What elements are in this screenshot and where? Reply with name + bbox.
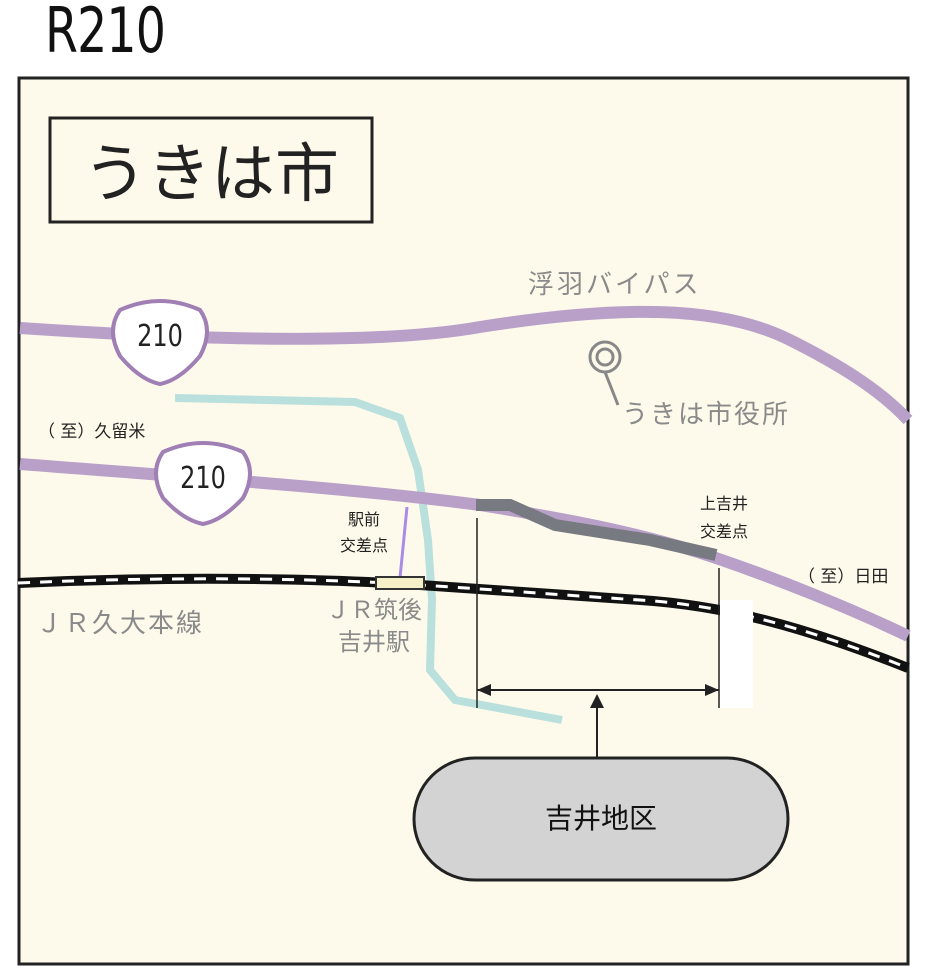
jr-line-label: ＪＲ久大本線 xyxy=(36,609,204,639)
route-shield-lower: 210 xyxy=(154,441,252,527)
to-kurume-label: （ 至）久留米 xyxy=(38,422,145,442)
station-marker xyxy=(375,576,425,590)
station-label-line1: ＪＲ筑後 xyxy=(326,596,422,624)
river xyxy=(174,394,563,724)
route-210-bypass xyxy=(19,305,913,425)
svg-text:210: 210 xyxy=(137,319,183,353)
kamiyoshii-label-line2: 交差点 xyxy=(700,522,748,541)
district-label: 吉井地区 xyxy=(545,802,657,835)
to-hita-label: （ 至）日田 xyxy=(798,567,888,587)
station-label-line2: 吉井駅 xyxy=(338,628,410,656)
ekimae-connector xyxy=(398,506,409,579)
city-title-box xyxy=(48,116,374,224)
work-section xyxy=(476,499,718,561)
city-hall-label: うきは市役所 xyxy=(622,400,790,430)
route-shield-upper: 210 xyxy=(111,299,209,387)
page-title: R210 xyxy=(45,0,166,67)
white-strip xyxy=(720,600,753,708)
district-pointer-arrow xyxy=(590,694,604,708)
ekimae-label-line1: 駅前 xyxy=(348,510,380,529)
jr-kyudai-line-dash xyxy=(17,577,909,670)
measure-arrow-right xyxy=(705,684,719,696)
measure-arrow-left xyxy=(477,684,491,696)
svg-text:210: 210 xyxy=(180,461,226,495)
district-capsule xyxy=(412,756,790,882)
city-title: うきは市 xyxy=(83,138,339,212)
bypass-label: 浮羽バイパス xyxy=(528,270,701,300)
city-hall-icon xyxy=(588,340,622,406)
kamiyoshii-label-line1: 上吉井 xyxy=(700,494,748,513)
ekimae-label-line2: 交差点 xyxy=(340,536,388,555)
